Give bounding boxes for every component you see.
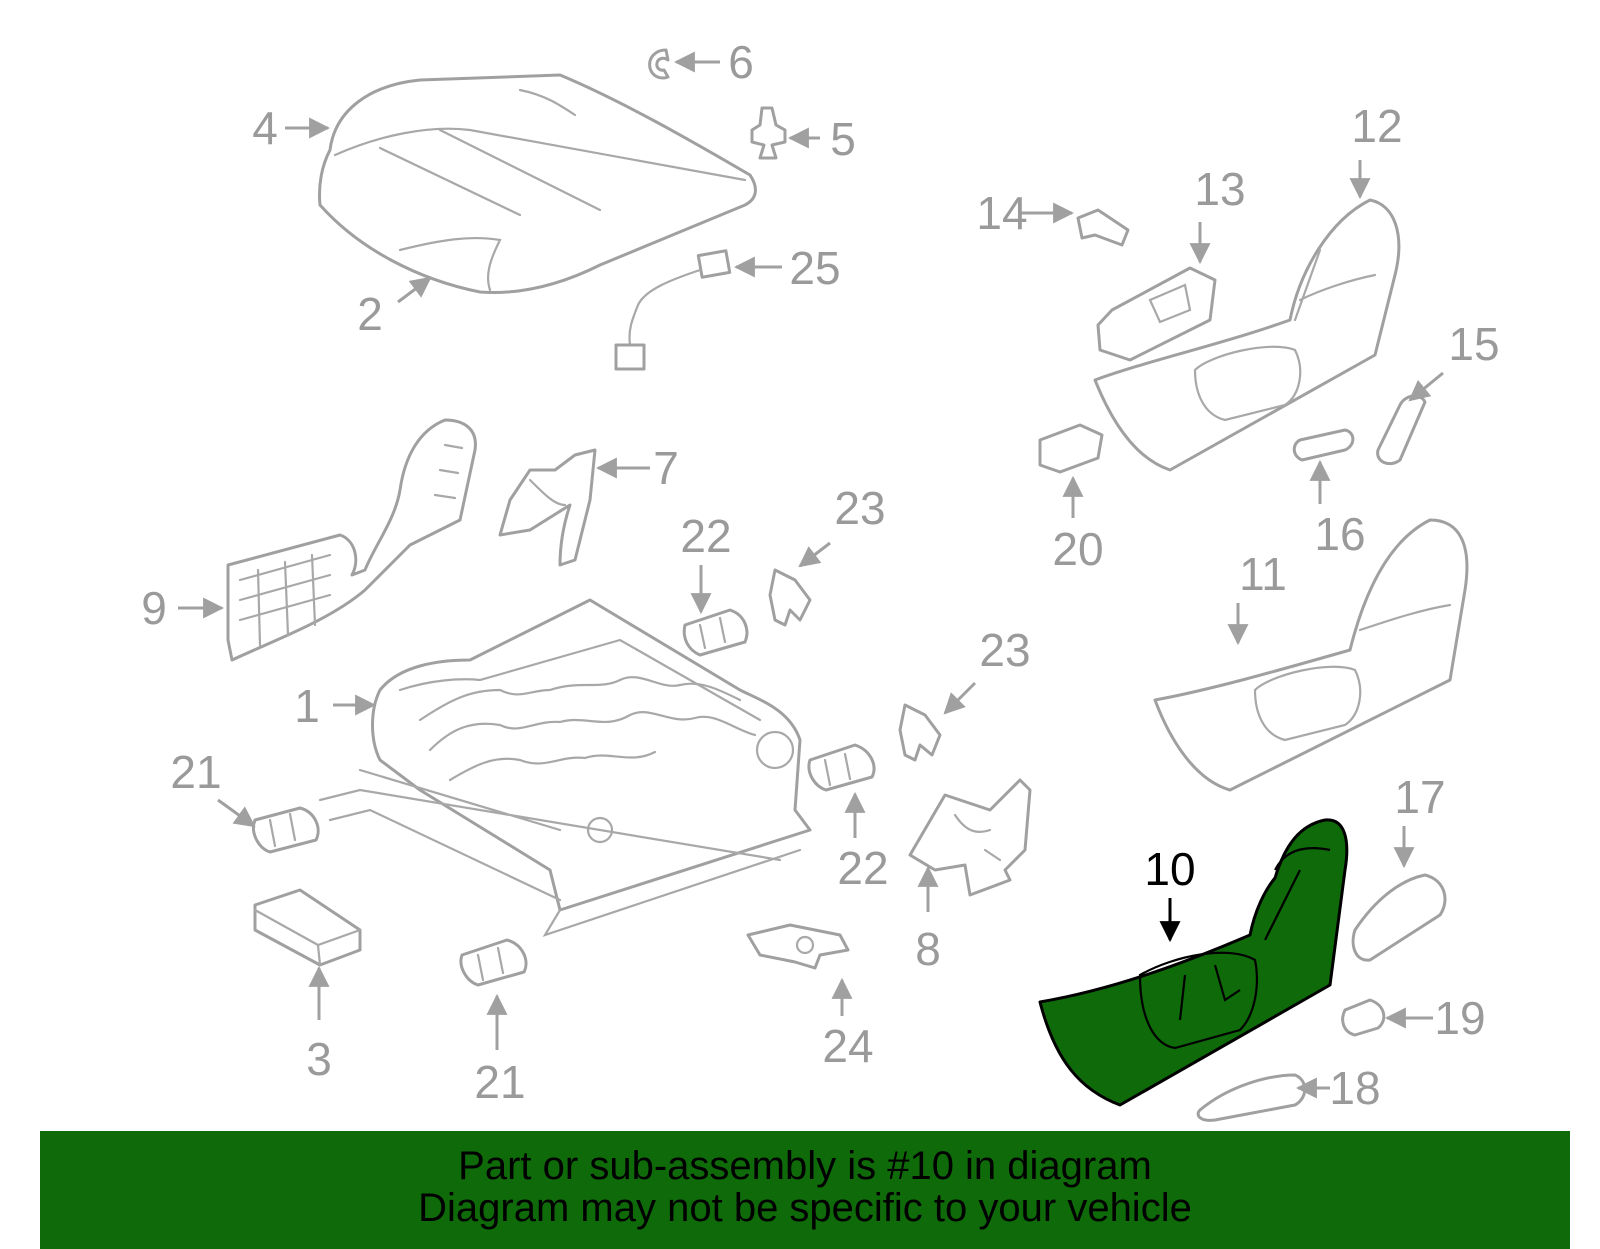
part-12-outer-trim: [1093, 198, 1401, 472]
callout-25: 25: [789, 242, 840, 294]
part-23-upper-bracket: [768, 568, 812, 627]
banner-line-part: Part or sub-assembly is #10 in diagram: [458, 1144, 1152, 1188]
callout-labels: 1 2 3 4 5 6 7 8 9 10 11 12 13 14 15 16 1…: [141, 36, 1499, 1114]
part-20-switch: [1038, 423, 1104, 474]
part-17-cover: [1351, 873, 1447, 962]
part-3-module: [253, 888, 362, 967]
part-21-left-clip: [252, 806, 320, 854]
callout-6: 6: [728, 36, 754, 88]
part-14-bolt: [1076, 208, 1130, 247]
part-16-knob: [1292, 428, 1355, 462]
banner-line-disclaimer: Diagram may not be specific to your vehi…: [418, 1186, 1192, 1230]
callout-12: 12: [1351, 100, 1402, 152]
part-15-knob: [1376, 394, 1427, 466]
callout-10: 10: [1144, 843, 1195, 895]
callout-21-left: 21: [170, 746, 221, 798]
part-6-clip: [648, 48, 670, 80]
callout-11: 11: [1239, 548, 1287, 600]
part-22-lower-clip: [807, 743, 876, 792]
part-23-lower-bracket: [898, 703, 942, 762]
callout-21-bottom: 21: [474, 1056, 525, 1108]
callout-17: 17: [1394, 771, 1445, 823]
part-24-sensor: [746, 923, 850, 970]
callout-24: 24: [822, 1020, 873, 1072]
callout-14: 14: [976, 187, 1027, 239]
part-25-harness: [614, 249, 732, 371]
callout-20: 20: [1052, 523, 1103, 575]
part-5-push-pin: [750, 106, 787, 160]
callout-5: 5: [830, 113, 856, 165]
callout-7: 7: [653, 442, 679, 494]
part-10-highlighted-trim: [1038, 818, 1349, 1107]
callout-16: 16: [1314, 508, 1365, 560]
callout-8: 8: [915, 923, 941, 975]
callout-3: 3: [306, 1033, 332, 1085]
part-7-bracket: [498, 448, 597, 567]
callout-4: 4: [252, 102, 278, 154]
callout-2: 2: [357, 288, 383, 340]
callout-13: 13: [1194, 163, 1245, 215]
callout-19: 19: [1434, 992, 1485, 1044]
part-8-rear-bracket: [908, 778, 1032, 897]
callout-arrows: [178, 51, 1444, 1099]
info-banner: Part or sub-assembly is #10 in diagram D…: [40, 1131, 1570, 1249]
part-19-cap: [1341, 998, 1386, 1037]
callout-15: 15: [1448, 318, 1499, 370]
callout-22-upper: 22: [680, 510, 731, 562]
callout-23-upper: 23: [834, 482, 885, 534]
part-4-cushion-cover: [318, 73, 757, 294]
callout-1: 1: [294, 680, 320, 732]
part-1-seat-frame: [318, 598, 812, 937]
part-9-back-panel: [226, 418, 477, 662]
callout-18: 18: [1329, 1062, 1380, 1114]
callout-22-lower: 22: [837, 842, 888, 894]
part-18-knob: [1196, 1073, 1307, 1122]
part-11-inner-trim: [1153, 518, 1469, 792]
part-22-upper-clip: [682, 608, 749, 657]
part-13-switch: [1096, 266, 1217, 362]
callout-23-lower: 23: [979, 624, 1030, 676]
part-21-bottom-clip: [459, 938, 528, 987]
callout-9: 9: [141, 582, 167, 634]
